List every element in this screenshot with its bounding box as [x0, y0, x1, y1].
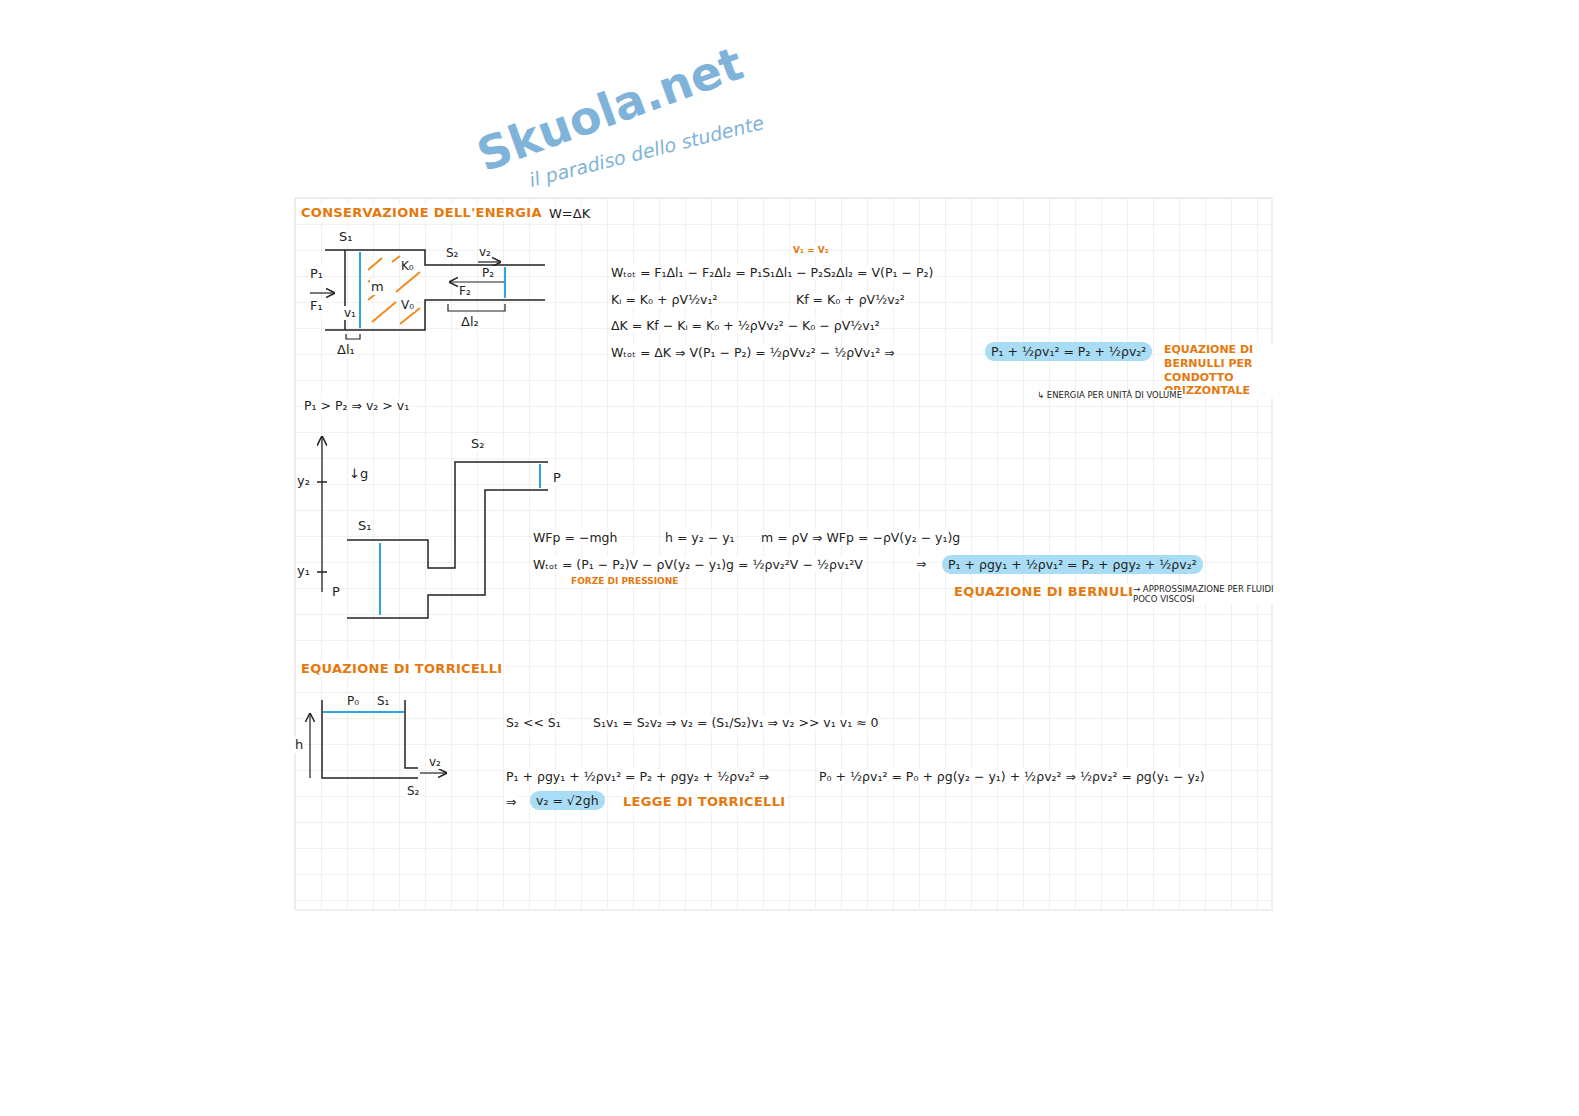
volume-label: V₀ [400, 298, 415, 312]
energy-label: K₀ [400, 259, 415, 273]
area-label: S₂ [406, 784, 420, 798]
equation: S₁v₁ = S₂v₂ ⇒ v₂ = (S₁/S₂)v₁ ⇒ v₂ >> v₁ … [592, 715, 880, 730]
pressure-label: P [552, 470, 562, 486]
equation: Wₜₒₜ = ΔK ⇒ V(P₁ − P₂) = ½ρVv₂² − ½ρVv₁²… [610, 345, 896, 360]
piston-section [379, 543, 381, 615]
length-label: Δl₁ [336, 342, 356, 358]
equation: P₁ + ρgy₁ + ½ρv₁² = P₂ + ρgy₂ + ½ρv₂² ⇒ [505, 769, 770, 784]
equation: Wₜₒₜ = (P₁ − P₂)V − ρV(y₂ − y₁)g = ½ρv₂²… [532, 557, 864, 572]
axis-label: y₁ [296, 563, 311, 579]
length-label: Δl₂ [460, 314, 480, 330]
water-surface [323, 711, 404, 713]
equation: h = y₂ − y₁ [664, 530, 736, 545]
equation: WFp = −mgh [532, 530, 618, 545]
height-arrow [309, 714, 310, 778]
equation: P₀ + ½ρv₁² = P₀ + ρg(y₂ − y₁) + ½ρv₂² ⇒ … [818, 769, 1206, 784]
equation: Kᵢ = K₀ + ρV½v₁² [610, 292, 719, 307]
force-arrow [310, 292, 334, 293]
axis-label: y₂ [296, 473, 311, 489]
pressure-label: P₂ [481, 266, 495, 280]
pressure-label: P₁ [309, 266, 324, 282]
area-label: S₂ [445, 246, 459, 260]
velocity-label: v₂ [428, 755, 442, 769]
area-label: S₁ [376, 694, 390, 708]
pressure-label: P [331, 584, 341, 600]
formula: W=ΔK [548, 206, 591, 222]
length-bracket [346, 334, 360, 339]
area-label: S₁ [338, 229, 353, 245]
highlighted-equation: P₁ + ½ρv₁² = P₂ + ½ρv₂² [985, 342, 1152, 361]
area-label: S₂ [470, 436, 485, 452]
gravity-label: ↓g [348, 466, 369, 482]
equation: Kf = K₀ + ρV½v₂² [795, 292, 906, 307]
height-label: h [294, 737, 304, 753]
equation-name: EQUAZIONE DI BERNULLI [953, 584, 1143, 600]
vertical-pipe [347, 462, 548, 618]
height-axis [321, 437, 322, 592]
axis-tick [317, 482, 327, 572]
fluid-hatching [368, 256, 420, 324]
arrow-symbol: ⇒ [505, 794, 517, 809]
annotation: V₁ = V₂ [792, 245, 830, 256]
force-label: F₁ [309, 298, 324, 314]
equation-name: LEGGE DI TORRICELLI [622, 794, 786, 810]
velocity-arrow [478, 261, 500, 262]
piston-section [539, 464, 541, 488]
equation: P₁ > P₂ ⇒ v₂ > v₁ [303, 398, 410, 413]
equation: ΔK = Kf − Kᵢ = K₀ + ½ρVv₂² − K₀ − ρV½v₁² [610, 318, 881, 333]
annotation: FORZE DI PRESSIONE [570, 576, 679, 587]
arrow-symbol: ⇒ [915, 556, 927, 571]
equation: S₂ << S₁ [505, 715, 562, 730]
equation: m = ρV ⇒ WFp = −ρV(y₂ − y₁)g [760, 530, 961, 545]
length-bracket [448, 304, 505, 311]
piston-section [504, 267, 506, 298]
note: ↳ ENERGIA PER UNITÀ DI VOLUME [1036, 390, 1183, 400]
mass-label: m [370, 279, 385, 295]
highlighted-equation: v₂ = √2gh [530, 791, 605, 810]
velocity-label: v₂ [478, 245, 492, 259]
velocity-arrow [420, 772, 446, 773]
equation: Wₜₒₜ = F₁Δl₁ − F₂Δl₂ = P₁S₁Δl₁ − P₂S₂Δl₂… [610, 265, 934, 280]
velocity-label: v₁ [343, 306, 357, 320]
tank [322, 700, 418, 778]
grid-paper [295, 198, 1272, 910]
force-label: F₂ [458, 284, 472, 298]
section-heading: EQUAZIONE DI TORRICELLI [300, 661, 503, 677]
note: → APPROSSIMAZIONE PER FLUIDI POCO VISCOS… [1132, 584, 1284, 604]
area-label: S₁ [357, 518, 372, 534]
highlighted-equation: P₁ + ρgy₁ + ½ρv₁² = P₂ + ρgy₂ + ½ρv₂² [942, 555, 1203, 574]
force-arrow [450, 281, 504, 282]
pressure-label: P₀ [346, 694, 360, 708]
section-heading: CONSERVAZIONE DELL'ENERGIA [300, 205, 543, 221]
horizontal-pipe [325, 250, 545, 330]
piston-section [359, 252, 361, 328]
